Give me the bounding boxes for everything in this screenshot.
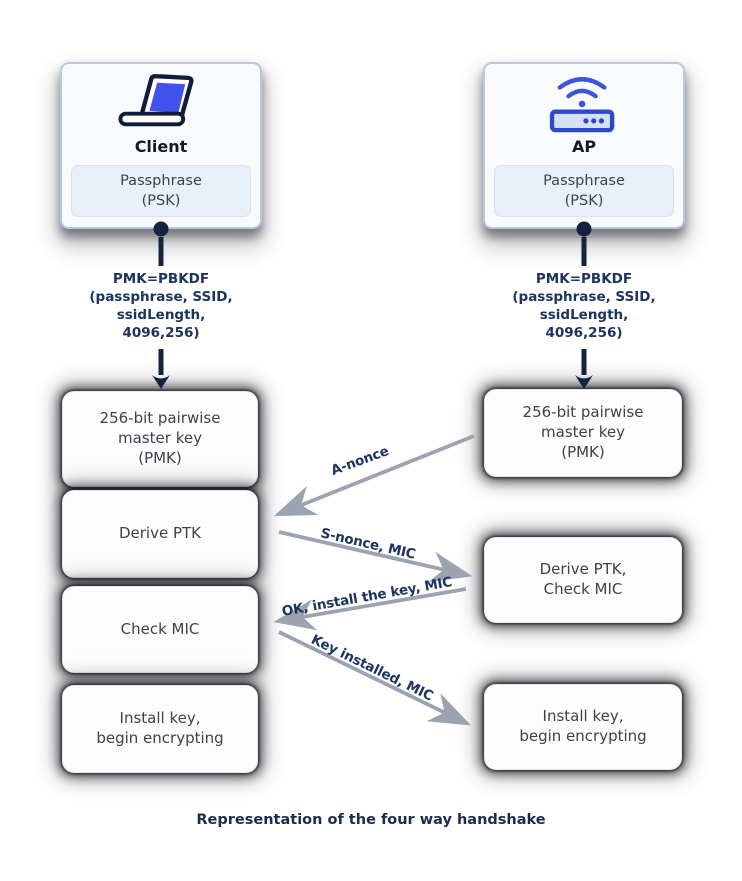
client-title: Client [134,137,188,156]
ap-passphrase-box: Passphrase (PSK) [494,165,674,217]
laptop-icon [117,73,205,133]
ap-title: AP [571,137,597,156]
ok-install-key-label: OK, install the key, MIC [280,574,454,620]
ap-card: AP Passphrase (PSK) [483,62,685,229]
key-installed-label: Key installed, MIC [308,631,436,705]
client-passphrase-box: Passphrase (PSK) [71,165,251,217]
wifi-router-icon [545,73,623,133]
client-card: Client Passphrase (PSK) [60,62,262,229]
ap-pmk-formula: PMK=PBKDF (passphrase, SSID, ssidLength,… [512,271,656,341]
laptop-icon-svg [118,74,194,127]
client-down-arrowhead [152,375,170,389]
ap-derive-ptk-check-mic-box: Derive PTK, Check MIC [484,537,682,623]
client-install-key-box: Install key, begin encrypting [62,685,258,773]
ap-pmk-box: 256-bit pairwise master key (PMK) [484,389,682,477]
diagram-caption: Representation of the four way handshake [196,812,546,828]
s-nonce-mic-label: S-nonce, MIC [319,525,417,563]
client-pmk-formula: PMK=PBKDF (passphrase, SSID, ssidLength,… [89,271,233,341]
client-derive-ptk-box: Derive PTK [62,490,258,578]
a-nonce-label: A-nonce [328,443,392,479]
ap-down-arrowhead [575,375,593,389]
ap-install-key-box: Install key, begin encrypting [484,684,682,770]
wifi-router-icon-svg [549,77,615,133]
client-pmk-box: 256-bit pairwise master key (PMK) [62,391,258,487]
client-check-mic-box: Check MIC [62,586,258,673]
